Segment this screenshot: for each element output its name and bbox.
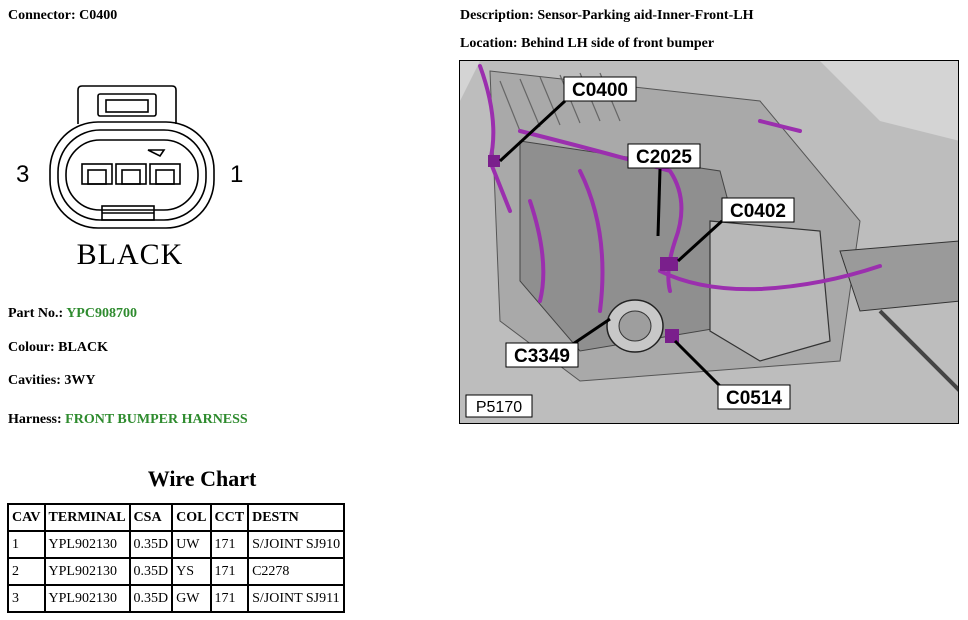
cavities-line: Cavities: 3WY [8, 373, 96, 389]
connector-value: C0400 [79, 8, 118, 23]
cell-cav: 2 [7, 557, 46, 586]
cell-col: UW [171, 530, 212, 559]
header-col: COL [171, 503, 212, 532]
connector-heading: Connector: C0400 [8, 8, 117, 24]
harness-label: Harness: [8, 412, 62, 427]
location-illustration: C0400 C2025 C0402 C3349 C0514 P5170 [459, 60, 959, 424]
callout-c0514: C0514 [717, 384, 791, 410]
cell-col: GW [171, 584, 212, 613]
wire-chart-table: CAV TERMINAL CSA COL CCT DESTN 1 YPL9021… [7, 503, 346, 613]
cell-col: YS [171, 557, 212, 586]
svg-text:C0400: C0400 [572, 80, 628, 101]
cell-cav: 1 [7, 530, 46, 559]
harness-line: Harness: FRONT BUMPER HARNESS [8, 412, 248, 428]
wire-chart-title: Wire Chart [147, 466, 257, 491]
svg-text:C3349: C3349 [514, 346, 570, 367]
part-no-label: Part No.: [8, 306, 64, 321]
cell-cct: 171 [209, 584, 250, 613]
svg-text:C2025: C2025 [636, 147, 692, 168]
connector-face-diagram: 3 1 BLACK [16, 85, 243, 271]
description-value: Sensor-Parking aid-Inner-Front-LH [537, 8, 754, 23]
photo-reference: P5170 [465, 394, 533, 418]
table-header-row: CAV TERMINAL CSA COL CCT DESTN [7, 503, 346, 532]
table-row: 2 YPL902130 0.35D YS 171 C2278 [7, 557, 346, 586]
location-label: Location: [460, 36, 518, 51]
cell-terminal: YPL902130 [43, 584, 131, 613]
pin-number-1: 1 [230, 161, 243, 188]
pin-number-3: 3 [16, 161, 29, 188]
header-destn: DESTN [247, 503, 346, 532]
svg-text:P5170: P5170 [476, 399, 522, 416]
connector-label: Connector: [8, 8, 76, 23]
colour-value: BLACK [58, 340, 108, 355]
table-row: 1 YPL902130 0.35D UW 171 S/JOINT SJ910 [7, 530, 346, 559]
part-no-value[interactable]: YPC908700 [66, 306, 137, 321]
cell-csa: 0.35D [128, 530, 174, 559]
cell-csa: 0.35D [128, 584, 174, 613]
header-csa: CSA [128, 503, 174, 532]
cell-terminal: YPL902130 [43, 557, 131, 586]
location-line: Location: Behind LH side of front bumper [460, 36, 714, 52]
cell-destn: S/JOINT SJ911 [247, 584, 346, 613]
header-cct: CCT [209, 503, 250, 532]
location-value: Behind LH side of front bumper [521, 36, 715, 51]
cell-terminal: YPL902130 [43, 530, 131, 559]
cell-cav: 3 [7, 584, 46, 613]
description-label: Description: [460, 8, 534, 23]
cell-destn: S/JOINT SJ910 [247, 530, 346, 559]
cavities-label: Cavities: [8, 373, 61, 388]
table-row: 3 YPL902130 0.35D GW 171 S/JOINT SJ911 [7, 584, 346, 613]
part-no-line: Part No.: YPC908700 [8, 306, 137, 322]
location-drawing: C0400 C2025 C0402 C3349 C0514 P5170 [460, 61, 958, 423]
header-terminal: TERMINAL [43, 503, 131, 532]
cell-destn: C2278 [247, 557, 346, 586]
colour-line: Colour: BLACK [8, 340, 108, 356]
harness-value[interactable]: FRONT BUMPER HARNESS [65, 412, 248, 427]
cell-cct: 171 [209, 530, 250, 559]
cell-cct: 171 [209, 557, 250, 586]
callout-c0400: C0400 [563, 76, 637, 102]
svg-text:C0402: C0402 [730, 201, 786, 222]
cavities-value: 3WY [64, 373, 96, 388]
connector-colour-text: BLACK [77, 238, 184, 271]
callout-c2025: C2025 [627, 143, 701, 169]
cell-csa: 0.35D [128, 557, 174, 586]
colour-label: Colour: [8, 340, 55, 355]
svg-text:C0514: C0514 [726, 388, 782, 409]
callout-c3349: C3349 [505, 342, 579, 368]
description-line: Description: Sensor-Parking aid-Inner-Fr… [460, 8, 754, 24]
header-cav: CAV [7, 503, 46, 532]
callout-c0402: C0402 [721, 197, 795, 223]
